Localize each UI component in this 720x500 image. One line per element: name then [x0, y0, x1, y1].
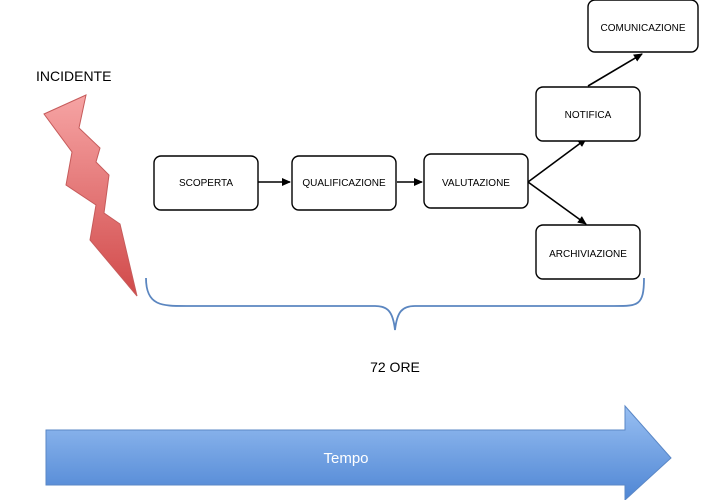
step-comunicazione-label: COMUNICAZIONE	[601, 23, 686, 34]
step-valutazione: VALUTAZIONE	[423, 153, 529, 209]
lightning-bolt-icon	[43, 94, 138, 297]
step-qualificazione-label: QUALIFICAZIONE	[302, 178, 386, 189]
timeline-arrow: Tempo	[45, 404, 672, 500]
connector-valutazione-notifica	[527, 138, 587, 183]
connector-notifica-comunicazione	[587, 53, 643, 87]
step-scoperta-label: SCOPERTA	[179, 178, 233, 189]
step-comunicazione: COMUNICAZIONE	[587, 0, 699, 53]
step-notifica-label: NOTIFICA	[565, 110, 612, 121]
connector-valutazione-archiviazione	[527, 181, 587, 225]
step-valutazione-label: VALUTAZIONE	[442, 178, 510, 189]
step-archiviazione-label: ARCHIVIAZIONE	[549, 249, 627, 260]
duration-label: 72 ORE	[370, 359, 420, 375]
step-qualificazione: QUALIFICAZIONE	[291, 155, 397, 211]
step-scoperta: SCOPERTA	[153, 155, 259, 211]
step-archiviazione: ARCHIVIAZIONE	[535, 224, 641, 280]
duration-brace	[145, 277, 645, 331]
incident-label: INCIDENTE	[36, 68, 111, 84]
step-notifica: NOTIFICA	[535, 86, 641, 142]
timeline-label: Tempo	[323, 450, 368, 467]
